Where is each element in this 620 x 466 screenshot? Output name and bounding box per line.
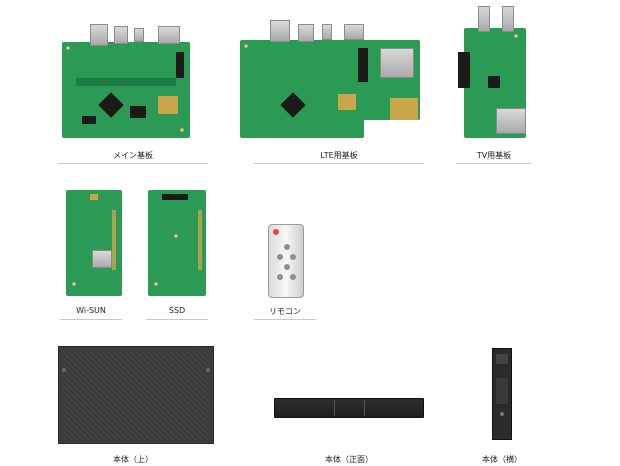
- body-front-image: [274, 398, 424, 418]
- body-side-image: [492, 348, 512, 440]
- main-board-image: [62, 20, 190, 138]
- body-side-caption: 本体（横）: [482, 455, 522, 464]
- lte-board-rule: [254, 163, 424, 164]
- tv-board-caption: TV用基板: [476, 151, 512, 160]
- ssd-caption: SSD: [168, 306, 186, 315]
- ssd-image: [148, 190, 206, 296]
- tv-board-rule: [456, 163, 532, 164]
- wisun-rule: [60, 319, 122, 320]
- remote-rule: [254, 319, 316, 320]
- wisun-caption: Wi-SUN: [76, 306, 106, 315]
- lte-board-image: [240, 18, 422, 138]
- main-board-caption: メイン基板: [113, 151, 153, 160]
- main-board-rule: [58, 163, 208, 164]
- remote-image: [268, 224, 304, 298]
- lte-board-caption: LTE用基板: [320, 151, 358, 160]
- ssd-rule: [146, 319, 208, 320]
- body-top-caption: 本体（上）: [113, 455, 153, 464]
- tv-board-image: [458, 4, 530, 138]
- wisun-image: [66, 190, 122, 296]
- body-front-caption: 本体（正面）: [325, 455, 373, 464]
- remote-caption: リモコン: [269, 307, 301, 316]
- body-top-image: [58, 346, 214, 444]
